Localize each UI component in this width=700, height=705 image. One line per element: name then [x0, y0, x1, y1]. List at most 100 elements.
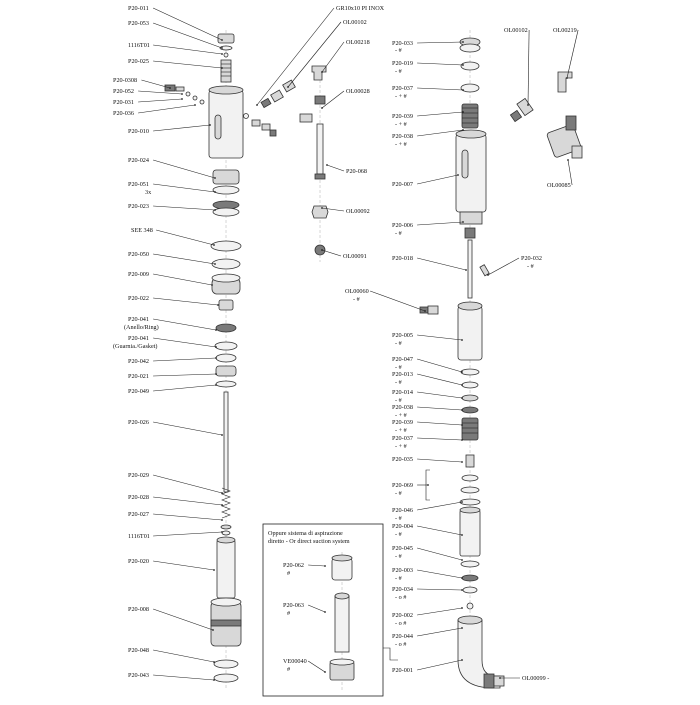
leader-p20-041-gasket — [153, 337, 217, 348]
label-p20-004: P20-004 — [392, 523, 413, 530]
sublabel: - + # — [395, 141, 407, 148]
leader-p20-027 — [153, 513, 223, 521]
leader-tip-ve00040 — [324, 671, 326, 673]
leader-tip-p20-005 — [461, 339, 463, 341]
label-p20-021: P20-021 — [128, 373, 149, 380]
sublabel: - o # — [395, 594, 406, 601]
leader-1116t01-bottom — [153, 531, 223, 537]
leader-tip-p20-035 — [461, 461, 463, 463]
leader-p20-031 — [138, 98, 183, 103]
leader-ol00218 — [321, 41, 345, 73]
label-p20-003: P20-003 — [392, 567, 413, 574]
part-elbow-218 — [311, 65, 327, 81]
label-p20-069: P20-069 — [392, 482, 413, 489]
leader-tip-p20-008 — [212, 629, 214, 631]
sublabel: - o # — [395, 641, 406, 648]
label-p20-063: P20-063 — [283, 602, 304, 609]
label-p20-039-top: P20-039 — [392, 113, 413, 120]
label-p20-046: P20-046 — [392, 507, 413, 514]
leader-tip-p20-033 — [462, 41, 464, 43]
middle-column-assembly — [260, 65, 329, 262]
inset-part-063 — [334, 595, 350, 653]
label-p20-043: P20-043 — [128, 672, 149, 679]
leader-ol00028 — [321, 90, 345, 109]
sublabel: - # — [395, 379, 402, 386]
leader-tip-p20-003 — [461, 577, 463, 579]
leader-see-348 — [156, 229, 215, 246]
part-nut-092 — [311, 205, 329, 219]
part-body-010 — [208, 89, 244, 159]
label-p20-027: P20-027 — [128, 511, 149, 518]
leader-tip-p20-020 — [213, 569, 215, 571]
leader-ol00219 — [566, 29, 579, 79]
label-p20-0308: P20-0308 — [113, 77, 137, 84]
leader-tip-p20-002 — [461, 607, 463, 609]
leader-tip-p20-037-mid — [461, 439, 463, 441]
leader-p20-0308 — [141, 79, 171, 89]
leader-p20-049 — [153, 384, 217, 392]
label-p20-052: P20-052 — [113, 88, 134, 95]
label-p20-036: P20-036 — [113, 110, 134, 117]
leader-gr10x10 — [256, 7, 335, 106]
label-p20-047: P20-047 — [392, 356, 413, 363]
sublabel: - # — [395, 515, 402, 522]
part-body-007 — [455, 133, 487, 213]
part-cap — [217, 33, 235, 44]
sublabel: - # — [395, 340, 402, 347]
leader-tip-see-348 — [213, 244, 215, 246]
part-ball-valve-085 — [546, 115, 583, 159]
sublabel: # — [287, 666, 290, 673]
sublabel: 3x — [145, 189, 152, 196]
label-p20-005: P20-005 — [392, 332, 413, 339]
leader-tip-ol00102-mid — [287, 86, 289, 88]
label-p20-038-mid: P20-038 — [392, 404, 413, 411]
leader-p20-037-top — [417, 87, 464, 91]
sublabel: - # — [395, 68, 402, 75]
inset-title-line2: diretto - Or direct suction system — [268, 538, 350, 545]
label-ol00219: OL00219 — [553, 27, 577, 34]
label-p20-018: P20-018 — [392, 255, 413, 262]
label-p20-002: P20-002 — [392, 612, 413, 619]
label-p20-041-ring: P20-041 — [128, 316, 149, 323]
leader-tip-p20-001 — [461, 659, 463, 661]
leader-tip-ol00102-right — [527, 104, 529, 106]
leader-p20-068 — [326, 164, 345, 172]
sublabel: - # — [395, 47, 402, 54]
label-p20-044: P20-044 — [392, 633, 413, 640]
leader-tip-p20-024 — [214, 177, 216, 179]
leader-tip-p20-013 — [461, 384, 463, 386]
label-gr10x10: GR10x10 PI INOX — [336, 5, 385, 12]
leader-tip-p20-019 — [462, 64, 464, 66]
label-ol00102-right: OL00102 — [504, 27, 528, 34]
sublabel: - # — [395, 575, 402, 582]
leader-tip-gr10x10 — [256, 104, 258, 106]
leader-p20-063 — [307, 604, 326, 613]
leader-p20-023 — [153, 205, 216, 211]
label-p20-009: P20-009 — [128, 271, 149, 278]
label-p20-028: P20-028 — [128, 494, 149, 501]
sublabel: - # — [353, 296, 360, 303]
leader-tip-ol00099 — [499, 677, 501, 679]
leader-ol00085 — [567, 159, 573, 186]
part-ball-091 — [314, 244, 326, 256]
part-sleeve-005 — [457, 305, 483, 361]
leader-p20-038-top — [417, 129, 464, 137]
leader-p20-029 — [153, 474, 223, 494]
leader-tip-p20-021 — [215, 373, 217, 375]
sublabel: - + # — [395, 427, 407, 434]
leader-tip-p20-043 — [213, 679, 215, 681]
leader-p20-028 — [153, 496, 223, 506]
label-p20-011: P20-011 — [128, 5, 149, 12]
sublabel: (Anello/Ring) — [124, 324, 159, 331]
leader-ol00102-right — [527, 29, 530, 106]
left-column-assembly — [164, 30, 277, 690]
label-p20-029: P20-029 — [128, 472, 149, 479]
sublabel: - # — [395, 397, 402, 404]
leader-tip-p20-022 — [217, 304, 219, 306]
label-ol00091: OL00091 — [343, 253, 367, 260]
leader-ol00091 — [321, 249, 342, 257]
leader-p20-014 — [417, 391, 463, 399]
part-small-o — [223, 52, 229, 58]
label-p20-042: P20-042 — [128, 358, 149, 365]
leader-p20-039-top — [417, 111, 464, 117]
